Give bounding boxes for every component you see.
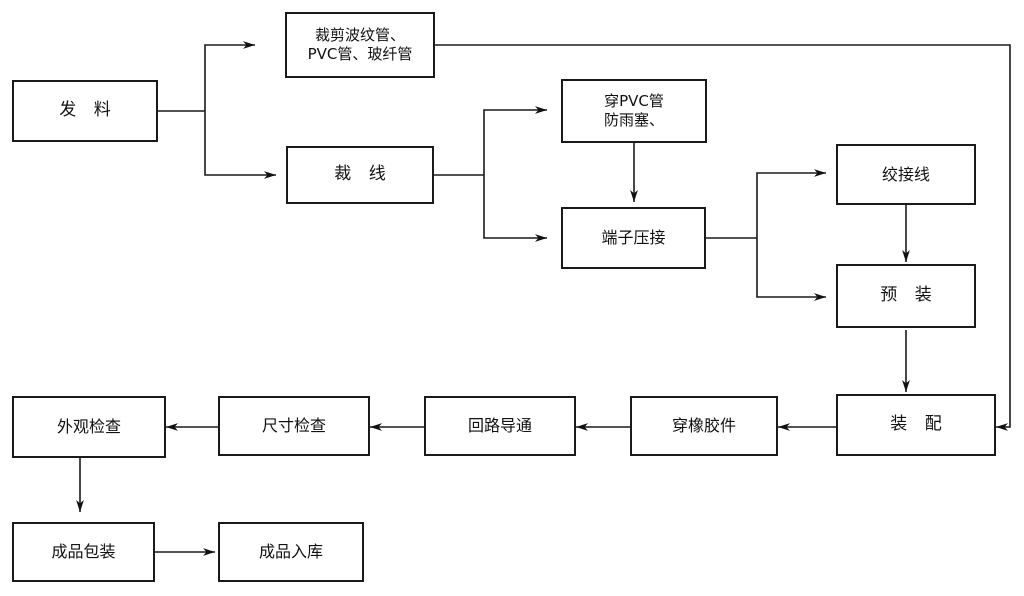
node-cut-wire[interactable]: 裁 线: [286, 146, 434, 204]
edge-faliao-to-cutwire: [204, 111, 276, 179]
node-label: 装 配: [890, 414, 948, 435]
node-pre-assemble[interactable]: 预 装: [836, 264, 976, 328]
node-label: 尺寸检查: [261, 416, 326, 435]
node-label: 端子压接: [601, 228, 666, 247]
edge-crimp-to-preassemble: [756, 238, 826, 301]
node-label: 外观检查: [56, 417, 121, 436]
node-cut-tubes[interactable]: 裁剪波纹管、 PVC管、玻纤管: [285, 12, 435, 78]
node-warehouse[interactable]: 成品入库: [218, 522, 364, 582]
node-label: 回路导通: [467, 416, 532, 435]
node-fa-liao[interactable]: 发 料: [12, 80, 158, 142]
edge-cuttubes-to-assemble: [435, 44, 1011, 431]
node-terminal-crimp[interactable]: 端子压接: [561, 207, 706, 269]
node-label: 预 装: [880, 285, 938, 306]
node-appearance-check[interactable]: 外观检查: [12, 396, 166, 458]
node-label: 裁剪波纹管、 PVC管、玻纤管: [307, 26, 413, 63]
edge-faliao-to-cuttubes: [204, 41, 255, 111]
node-splice-wire[interactable]: 绞接线: [836, 144, 976, 205]
node-dim-check[interactable]: 尺寸检查: [218, 396, 370, 456]
node-circuit-test[interactable]: 回路导通: [424, 396, 576, 456]
edge-cutwire-to-crimp: [483, 175, 547, 242]
edge-crimp-to-splice: [756, 169, 826, 238]
node-label: 成品包装: [51, 542, 116, 561]
node-label: 穿PVC管 防雨塞、: [603, 92, 664, 129]
node-rubber-parts[interactable]: 穿橡胶件: [630, 396, 778, 456]
node-label: 发 料: [59, 100, 117, 121]
node-packaging[interactable]: 成品包装: [12, 522, 155, 582]
node-label: 穿橡胶件: [671, 416, 736, 435]
node-label: 裁 线: [334, 164, 392, 185]
node-label: 成品入库: [258, 542, 323, 561]
node-pvc-plug[interactable]: 穿PVC管 防雨塞、: [561, 79, 707, 143]
node-assemble[interactable]: 装 配: [836, 394, 996, 456]
edge-cutwire-to-pvcplug: [483, 106, 547, 175]
node-label: 绞接线: [881, 164, 930, 184]
